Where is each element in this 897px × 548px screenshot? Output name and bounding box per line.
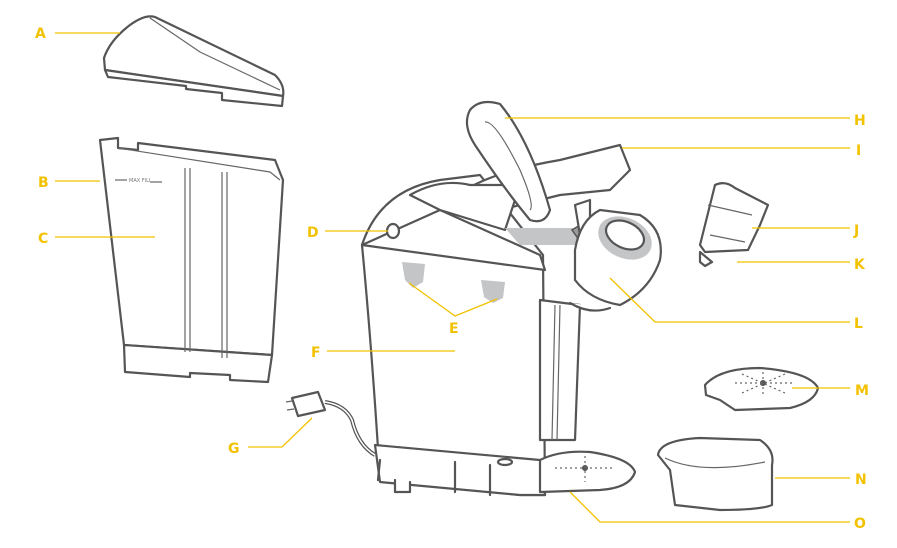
light-indicator	[402, 262, 425, 288]
water-reservoir: MAX FILL	[98, 136, 285, 384]
label-a: A	[35, 26, 46, 42]
label-f: F	[311, 345, 321, 361]
brewer-handle	[465, 100, 552, 223]
light-indicator	[481, 280, 505, 303]
drip-tray-plate	[703, 366, 820, 412]
label-l: L	[854, 316, 863, 332]
power-cord	[285, 390, 377, 457]
label-e: E	[449, 321, 459, 337]
max-fill-marking: MAX FILL	[129, 178, 152, 184]
drip-tray	[656, 436, 774, 512]
label-i: I	[856, 143, 861, 159]
label-m: M	[855, 383, 869, 399]
part-labels: A B C D E F G H I J K L M N O	[35, 26, 869, 532]
label-o: O	[854, 516, 866, 532]
pod-holder	[568, 208, 662, 312]
reservoir-lid	[102, 15, 285, 108]
label-g: G	[228, 441, 240, 457]
label-k: K	[854, 257, 866, 273]
label-c: C	[38, 231, 48, 247]
label-b: B	[38, 175, 49, 191]
label-n: N	[855, 472, 867, 488]
label-j: J	[853, 223, 859, 239]
leader-lines	[55, 32, 850, 523]
label-h: H	[854, 113, 866, 129]
filter-assembly	[698, 181, 770, 268]
base-drip-tray	[538, 450, 637, 494]
power-button	[385, 222, 401, 240]
brewer-body	[360, 173, 582, 497]
label-d: D	[307, 225, 319, 241]
